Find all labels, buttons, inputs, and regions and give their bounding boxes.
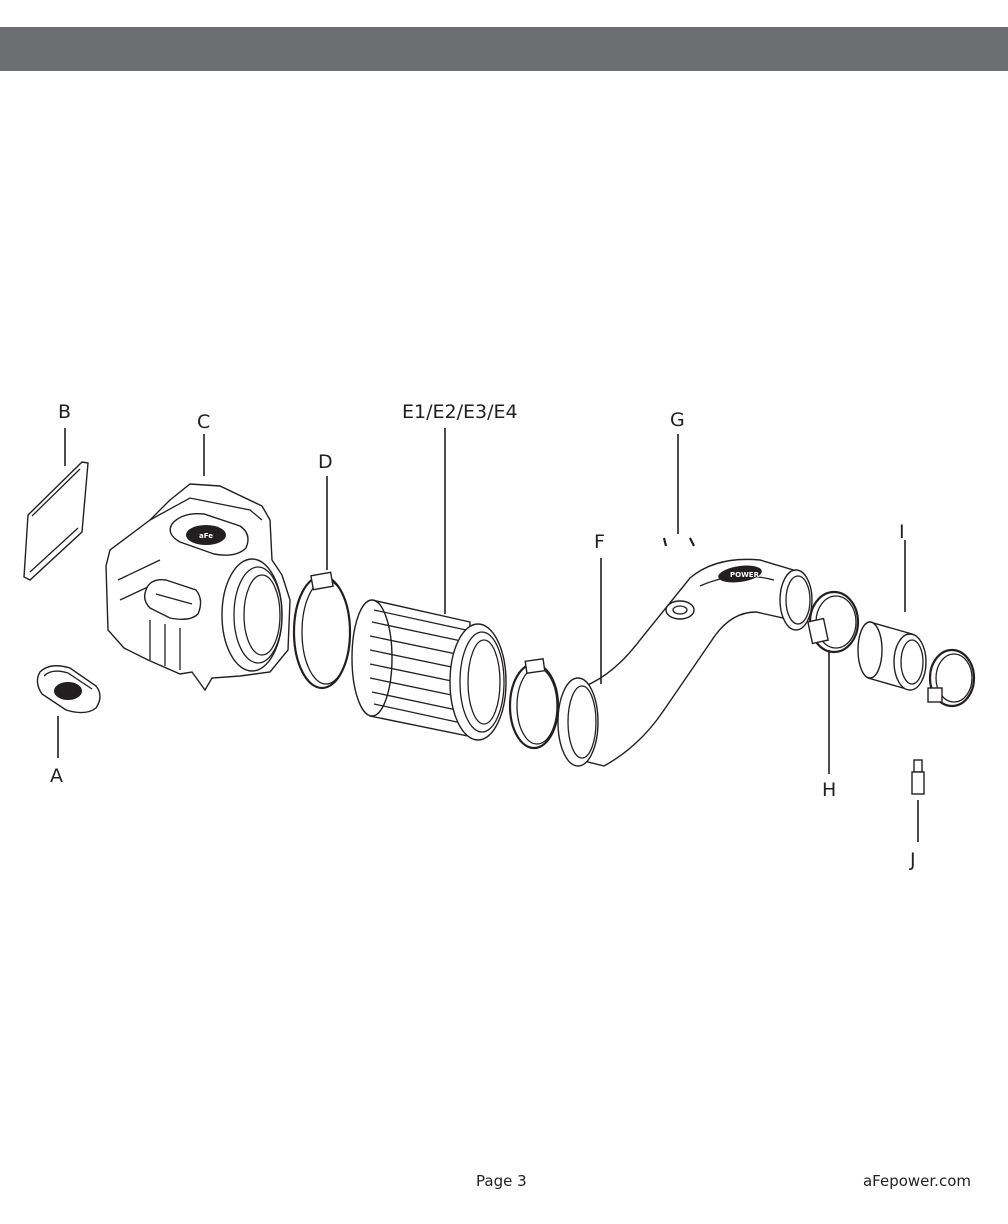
airbox-logo-text: aFe [199,532,213,540]
part-label-d: D [318,451,333,473]
part-f-intake-tube [557,558,813,767]
part-label-g: G [670,409,685,431]
part-h-clamp [807,590,860,774]
part-g-screws [662,434,695,547]
clamp-e-f [508,658,560,750]
part-label-i: I [899,521,905,543]
part-label-h: H [822,779,836,801]
part-d-clamp [292,476,352,690]
part-i-coupler [857,540,976,708]
airbox-logo-mark [186,525,226,545]
part-a-badge [36,665,101,758]
part-e-filter [351,428,507,741]
page-number: Page 3 [476,1172,527,1190]
part-label-f: F [594,531,605,553]
tube-logo-mark [718,565,762,583]
tube-logo-text: POWER [730,571,760,579]
part-label-b: B [58,401,71,423]
part-c-airbox [105,434,291,692]
part-label-e: E1/E2/E3/E4 [402,401,518,423]
part-j-stud [911,759,925,842]
badge-logo-mark [54,682,82,700]
website-url: aFepower.com [862,1172,971,1190]
part-label-a: A [50,765,63,787]
part-label-j: J [909,849,916,871]
part-label-c: C [197,411,210,433]
header-bar [0,27,1008,71]
part-b-gasket [23,428,89,581]
